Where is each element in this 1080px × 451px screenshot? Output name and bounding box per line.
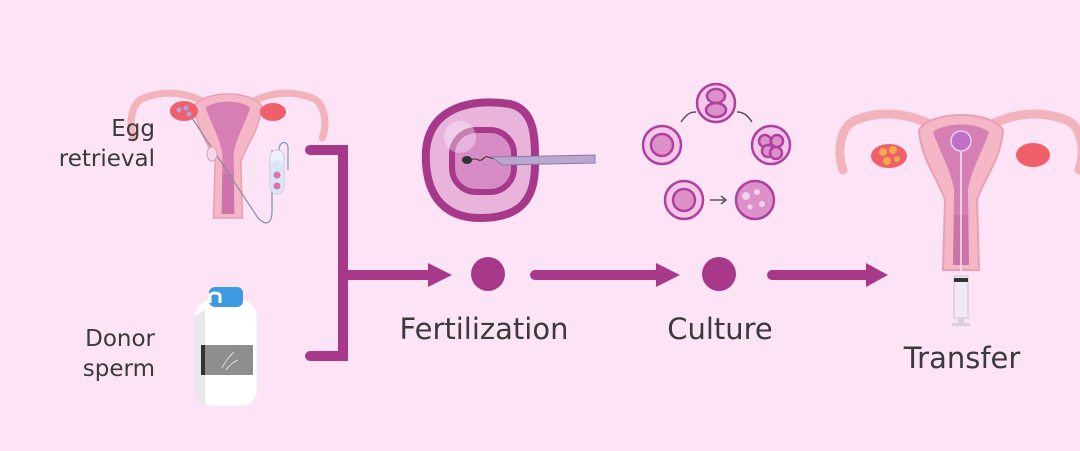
arrow-icon bbox=[866, 263, 888, 287]
flow-connector bbox=[305, 145, 875, 361]
syringe-icon bbox=[953, 275, 969, 319]
pipette-icon bbox=[490, 154, 596, 166]
donor-sperm-label-line1: Donor bbox=[85, 326, 155, 352]
egg-retrieval-label: Egg retrieval bbox=[40, 114, 155, 174]
egg-retrieval-illustration bbox=[131, 93, 325, 224]
step-label-culture: Culture bbox=[667, 312, 773, 346]
donor-sperm-label: Donor sperm bbox=[40, 324, 155, 384]
icsi-egg-illustration bbox=[421, 98, 596, 223]
embryo-culture-illustration bbox=[641, 82, 792, 221]
step-dot-culture bbox=[702, 257, 736, 291]
arrow-icon bbox=[428, 263, 452, 287]
embryo-transfer-illustration bbox=[840, 114, 1080, 326]
arrow-icon bbox=[656, 263, 680, 287]
egg-retrieval-label-line1: Egg bbox=[111, 116, 155, 142]
ovary-right-icon bbox=[260, 103, 286, 121]
step-label-fertilization: Fertilization bbox=[399, 312, 569, 346]
donor-sperm-bottle-icon bbox=[194, 287, 258, 407]
needle-icon bbox=[191, 117, 259, 219]
step-label-transfer: Transfer bbox=[903, 341, 1021, 375]
step-dot-fertilization bbox=[471, 257, 505, 291]
ovary-left-icon bbox=[170, 101, 198, 121]
egg-retrieval-label-line2: retrieval bbox=[58, 146, 155, 172]
donor-sperm-label-line2: sperm bbox=[82, 356, 155, 382]
arrow-heads bbox=[428, 257, 888, 291]
